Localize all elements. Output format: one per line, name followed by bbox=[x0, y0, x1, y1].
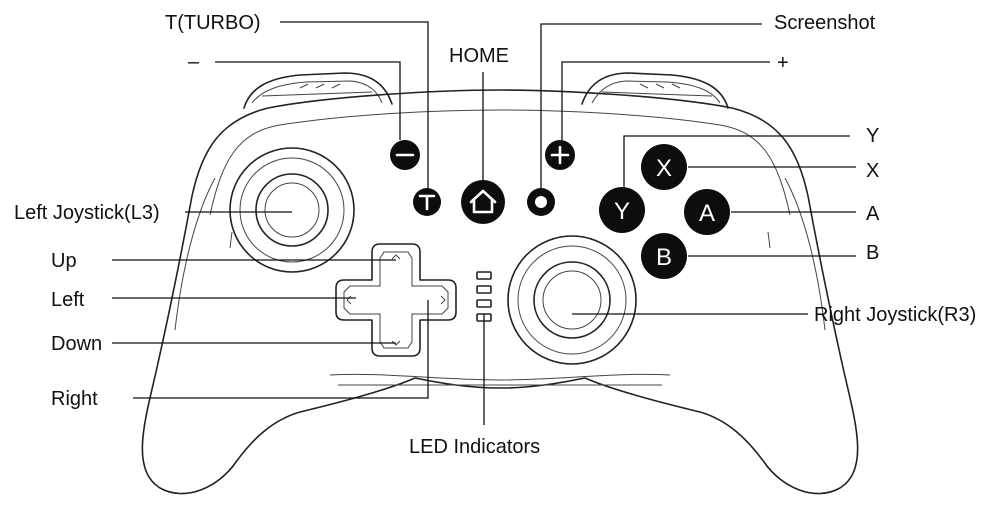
circle-icon bbox=[535, 196, 547, 208]
d-pad-left-arrow bbox=[346, 295, 352, 305]
label-left-joystick: Left Joystick(L3) bbox=[14, 202, 160, 224]
label-y: Y bbox=[866, 125, 879, 147]
leader-y bbox=[623, 135, 850, 188]
leader-lines bbox=[112, 21, 856, 425]
leader-right bbox=[133, 300, 429, 399]
left-bumper bbox=[243, 72, 393, 109]
y-button[interactable]: Y bbox=[599, 187, 645, 233]
label-right: Right bbox=[51, 388, 98, 410]
house-icon bbox=[469, 189, 497, 214]
label-screenshot: Screenshot bbox=[774, 12, 876, 34]
x-button-letter: X bbox=[656, 155, 672, 182]
label-turbo: T(TURBO) bbox=[165, 12, 261, 34]
d-pad-up-arrow bbox=[391, 254, 401, 260]
plus-button[interactable] bbox=[545, 140, 575, 170]
label-a: A bbox=[866, 203, 880, 225]
d-pad-right-arrow bbox=[440, 295, 446, 305]
plus-icon bbox=[550, 145, 570, 165]
leader-screenshot bbox=[540, 23, 762, 188]
label-plus: + bbox=[777, 52, 789, 74]
y-button-letter: Y bbox=[614, 198, 630, 225]
led-indicators bbox=[476, 271, 492, 322]
led-1 bbox=[476, 271, 492, 280]
minus-button[interactable] bbox=[390, 140, 420, 170]
label-minus: – bbox=[188, 51, 200, 73]
screenshot-button[interactable] bbox=[527, 188, 555, 216]
led-3 bbox=[476, 299, 492, 308]
leader-turbo bbox=[280, 21, 429, 188]
labels: T(TURBO) – HOME Screenshot + Y X A B Lef… bbox=[14, 12, 976, 458]
label-right-joystick: Right Joystick(R3) bbox=[814, 304, 976, 326]
label-left: Left bbox=[51, 289, 85, 311]
a-button-letter: A bbox=[699, 200, 715, 227]
led-2 bbox=[476, 285, 492, 294]
label-led-indicators: LED Indicators bbox=[409, 436, 540, 458]
label-b: B bbox=[866, 242, 879, 264]
left-joystick[interactable] bbox=[229, 147, 355, 273]
right-bumper bbox=[581, 72, 729, 109]
turbo-t-icon bbox=[418, 194, 436, 211]
controller-body bbox=[141, 89, 859, 495]
d-pad-down-arrow bbox=[391, 340, 401, 346]
leader-minus bbox=[215, 61, 401, 140]
x-button[interactable]: X bbox=[641, 144, 687, 190]
d-pad[interactable] bbox=[335, 243, 457, 357]
label-down: Down bbox=[51, 333, 102, 355]
b-button[interactable]: B bbox=[641, 233, 687, 279]
a-button[interactable]: A bbox=[684, 189, 730, 235]
label-x: X bbox=[866, 160, 879, 182]
label-home: HOME bbox=[449, 45, 509, 67]
home-button[interactable] bbox=[461, 180, 505, 224]
turbo-button[interactable] bbox=[413, 188, 441, 216]
leader-plus bbox=[561, 61, 770, 140]
label-up: Up bbox=[51, 250, 77, 272]
b-button-letter: B bbox=[656, 244, 672, 271]
right-joystick[interactable] bbox=[507, 235, 637, 365]
